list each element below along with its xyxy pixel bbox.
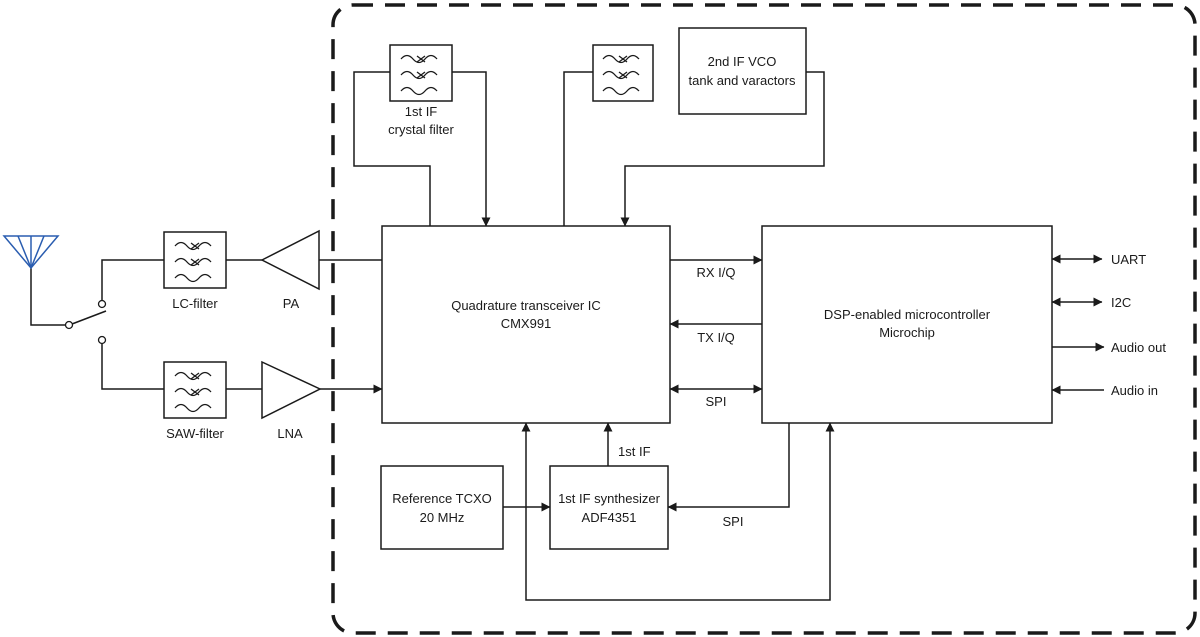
i2c-label: I2C bbox=[1111, 295, 1131, 310]
uart-label: UART bbox=[1111, 252, 1146, 267]
saw-filter bbox=[163, 361, 227, 419]
mcu-box bbox=[761, 225, 1053, 424]
vco-filter bbox=[592, 44, 654, 102]
mcu-label-line1: DSP-enabled microcontroller bbox=[824, 307, 991, 322]
rx-iq-label: RX I/Q bbox=[696, 265, 735, 280]
tcxo-label-line1: Reference TCXO bbox=[392, 491, 491, 506]
tcxo-label-line2: 20 MHz bbox=[420, 510, 465, 525]
vco-box bbox=[678, 27, 807, 115]
transceiver-label-line1: Quadrature transceiver IC bbox=[451, 298, 601, 313]
rf-switch-icon bbox=[64, 299, 107, 345]
first-if-label: 1st IF bbox=[618, 444, 651, 459]
synth-box bbox=[549, 465, 669, 550]
vco-label-line2: tank and varactors bbox=[689, 73, 796, 88]
lna-label: LNA bbox=[277, 426, 303, 441]
synth-label-line1: 1st IF synthesizer bbox=[558, 491, 661, 506]
amplifier-icon bbox=[261, 360, 322, 420]
wires bbox=[30, 71, 1105, 601]
lc-filter bbox=[163, 231, 227, 289]
lc-filter-label: LC-filter bbox=[172, 296, 218, 311]
crystal-filter-label-line1: 1st IF bbox=[405, 104, 438, 119]
synth-label-line2: ADF4351 bbox=[582, 510, 637, 525]
tx-iq-label: TX I/Q bbox=[697, 330, 735, 345]
amplifier-icon bbox=[260, 229, 320, 291]
audio-out-label: Audio out bbox=[1111, 340, 1166, 355]
audio-in-label: Audio in bbox=[1111, 383, 1158, 398]
crystal-filter bbox=[389, 44, 453, 102]
transceiver-label-line2: CMX991 bbox=[501, 316, 552, 331]
antenna-icon bbox=[2, 235, 60, 270]
vco-label-line1: 2nd IF VCO bbox=[708, 54, 777, 69]
saw-filter-label: SAW-filter bbox=[166, 426, 224, 441]
spi-bottom-label: SPI bbox=[723, 514, 744, 529]
mcu-label-line2: Microchip bbox=[879, 325, 935, 340]
tcxo-box bbox=[380, 465, 504, 550]
crystal-filter-label-line2: crystal filter bbox=[388, 122, 454, 137]
pa-label: PA bbox=[283, 296, 300, 311]
transceiver-box bbox=[381, 225, 671, 424]
spi-top-label: SPI bbox=[706, 394, 727, 409]
